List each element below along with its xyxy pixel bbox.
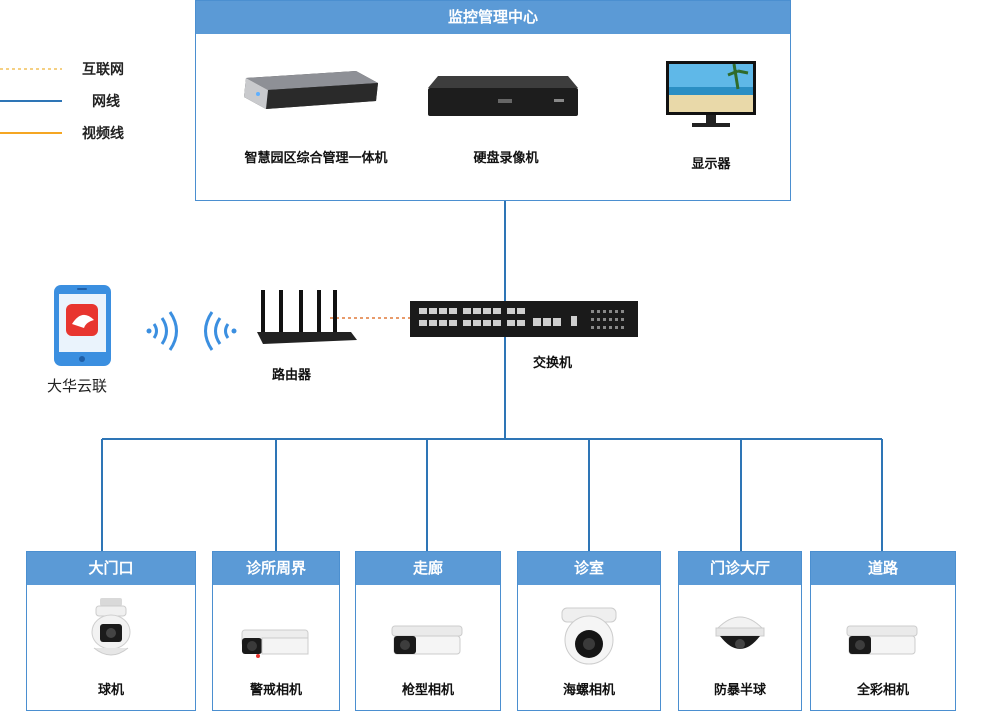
camera-box-road: 道路 全彩相机 <box>810 551 956 711</box>
camera-box-lobby: 门诊大厅 防暴半球 <box>678 551 802 711</box>
legend-video-label: 视频线 <box>82 126 124 142</box>
app-label: 大华云联 <box>47 377 108 395</box>
router-icon <box>257 290 357 344</box>
camera-title: 门诊大厅 <box>679 552 801 585</box>
camera-label: 球机 <box>97 683 124 698</box>
legend-network-label: 网线 <box>92 94 120 110</box>
monitoring-center-title: 监控管理中心 <box>196 1 790 34</box>
camera-label: 警戒相机 <box>249 683 302 698</box>
vandal-dome-camera-icon <box>715 616 765 649</box>
wifi-signal-icon <box>146 311 237 351</box>
legend-internet-label: 互联网 <box>82 62 124 78</box>
camera-title: 道路 <box>811 552 955 585</box>
camera-label: 全彩相机 <box>856 683 909 698</box>
bullet-camera-icon <box>391 625 463 655</box>
nvr-icon <box>428 76 578 116</box>
switch-icon <box>410 301 638 337</box>
router-label: 路由器 <box>272 368 312 383</box>
switch-label: 交换机 <box>533 356 573 371</box>
camera-title: 大门口 <box>27 552 195 585</box>
phone-icon <box>54 285 111 366</box>
camera-box-perimeter: 诊所周界 警戒相机 <box>212 551 340 711</box>
camera-title: 诊室 <box>518 552 660 585</box>
management-machine-icon <box>244 71 378 109</box>
camera-label: 海螺相机 <box>562 683 615 698</box>
camera-title: 诊所周界 <box>213 552 339 585</box>
monitor-label: 显示器 <box>691 157 731 172</box>
monitor-icon <box>666 61 756 127</box>
alert-camera-icon <box>241 629 309 658</box>
camera-title: 走廊 <box>356 552 500 585</box>
monitoring-center-box: 监控管理中心 智慧园区综合管理一体机 硬盘录像机 显示器 <box>195 0 791 201</box>
turret-camera-icon <box>561 607 617 665</box>
camera-box-gate: 大门口 球机 <box>26 551 196 711</box>
management-machine-label: 智慧园区综合管理一体机 <box>244 151 388 166</box>
full-color-camera-icon <box>846 625 918 655</box>
camera-box-corridor: 走廊 枪型相机 <box>355 551 501 711</box>
camera-label: 枪型相机 <box>401 683 454 698</box>
camera-label: 防暴半球 <box>713 683 766 698</box>
speed-dome-camera-icon <box>91 598 131 656</box>
camera-box-clinic-room: 诊室 海螺相机 <box>517 551 661 711</box>
nvr-label: 硬盘录像机 <box>473 151 539 166</box>
